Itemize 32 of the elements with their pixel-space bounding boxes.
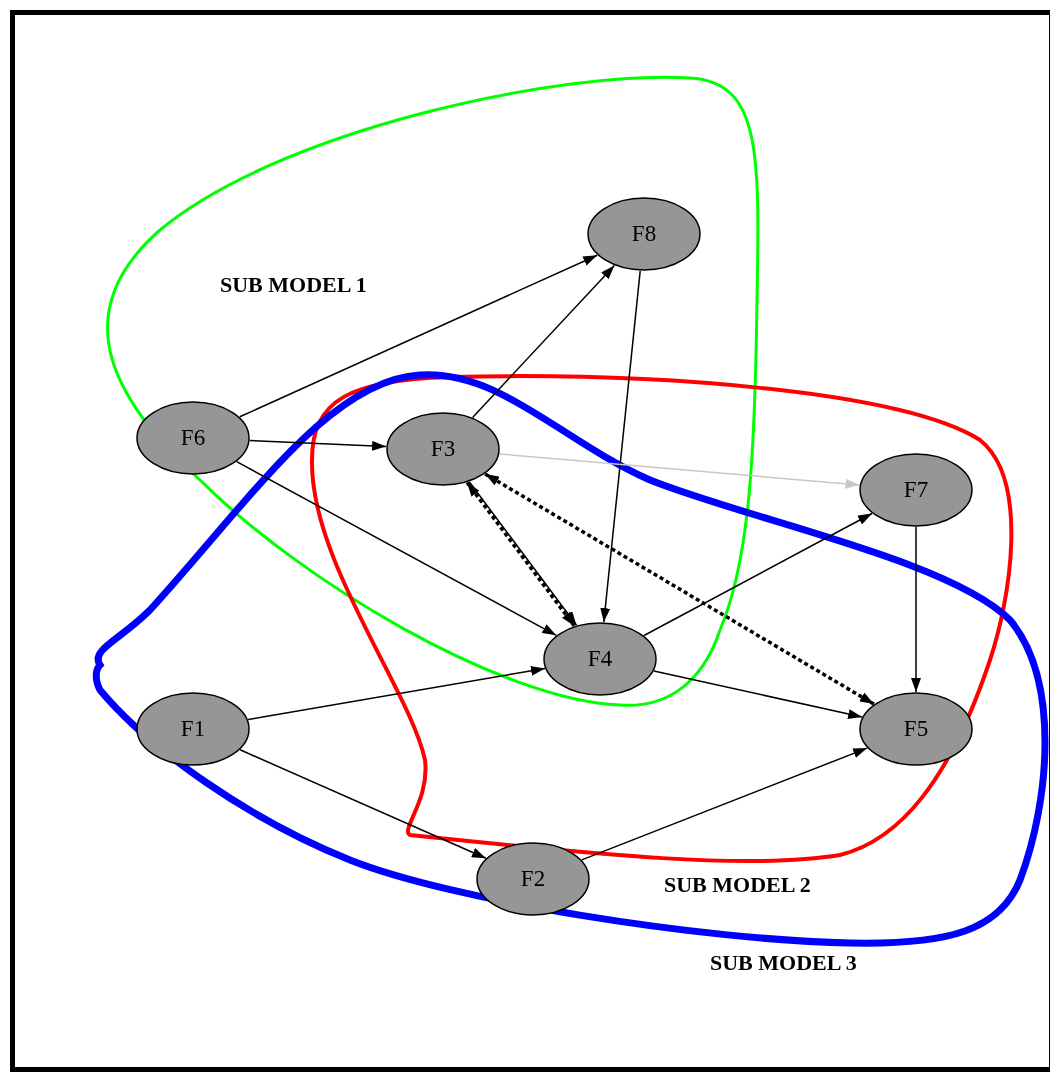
arrow bbox=[498, 453, 861, 489]
ellipse-node bbox=[476, 842, 590, 916]
node-label: F6 bbox=[180, 425, 206, 451]
node-label: F1 bbox=[180, 716, 206, 742]
arrow bbox=[249, 439, 387, 451]
ellipse-node bbox=[587, 197, 701, 271]
ellipse-node bbox=[859, 453, 973, 527]
arrow bbox=[239, 749, 487, 859]
node-label: F7 bbox=[903, 477, 929, 503]
ellipse-node bbox=[859, 692, 973, 766]
arrow bbox=[471, 264, 616, 419]
node-label: F8 bbox=[631, 221, 657, 247]
ellipse-node bbox=[386, 412, 500, 486]
arrow bbox=[643, 512, 873, 637]
ellipse-node bbox=[136, 401, 250, 475]
ellipse-node bbox=[543, 622, 657, 696]
region-label: SUB MODEL 3 bbox=[710, 950, 857, 976]
node-label: F3 bbox=[430, 436, 456, 462]
arrow bbox=[600, 270, 641, 623]
region-label: SUB MODEL 2 bbox=[664, 872, 811, 898]
arrow bbox=[581, 747, 868, 861]
ellipse-node bbox=[136, 692, 250, 766]
region-label: SUB MODEL 1 bbox=[220, 272, 367, 298]
arrow bbox=[239, 254, 598, 418]
arrow bbox=[911, 526, 921, 693]
arrow bbox=[247, 665, 546, 721]
arrow bbox=[235, 460, 558, 637]
node-label: F4 bbox=[587, 646, 613, 672]
dotted-arrow bbox=[484, 472, 875, 706]
node-label: F5 bbox=[903, 716, 929, 742]
node-label: F2 bbox=[520, 866, 546, 892]
arrow bbox=[653, 670, 863, 719]
